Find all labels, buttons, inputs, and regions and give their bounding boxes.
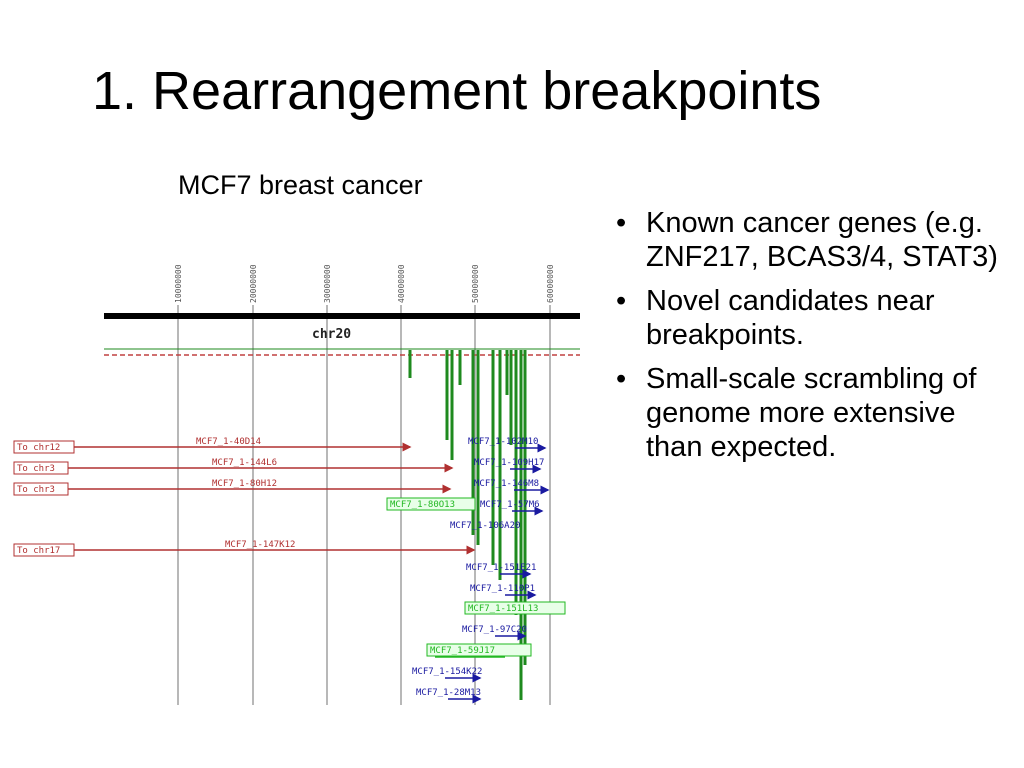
ruler-tick-label: 20000000 (249, 264, 258, 303)
translocation-target-label: To chr3 (17, 464, 55, 474)
slide-title: 1. Rearrangement breakpoints (92, 61, 822, 121)
bullet-text: Small-scale scrambling of genome more ex… (646, 363, 977, 463)
translocation-target-label: To chr12 (17, 443, 60, 453)
bullet-text: Novel candidates near breakpoints. (646, 285, 935, 351)
bullet-dot-icon: • (616, 285, 627, 317)
bullet-item: • Novel candidates near breakpoints. (616, 284, 1006, 352)
clone-label: MCF7_1-59J17 (430, 646, 495, 656)
clone-label: MCF7_1-80O13 (390, 500, 455, 510)
translocation-clone-label: MCF7_1-80H12 (212, 479, 277, 489)
clone-label: MCF7_1-151L13 (468, 604, 538, 614)
clone-green-box (426, 643, 532, 657)
clone-label: MCF7_1-106A20 (450, 521, 520, 531)
ruler-tick-label: 40000000 (397, 264, 406, 303)
translocation-clone-label: MCF7_1-144L6 (212, 458, 277, 468)
diagram-subtitle: MCF7 breast cancer (178, 170, 423, 200)
ruler-tick-label: 50000000 (471, 264, 480, 303)
clone-label: MCF7_1-154K22 (412, 667, 482, 677)
chromosome-label: chr20 (312, 327, 351, 342)
translocation-target-label: To chr3 (17, 485, 55, 495)
clone-label: MCF7_1-28M13 (416, 688, 481, 698)
clone-label: MCF7_1-109H17 (474, 458, 544, 468)
bullet-item: • Small-scale scrambling of genome more e… (616, 362, 1006, 464)
clone-green-box (386, 497, 476, 511)
breakpoint-diagram: 10000000 20000000 30000000 40000000 5000… (0, 245, 600, 710)
bullet-text: Known cancer genes (e.g. ZNF217, BCAS3/4… (646, 207, 998, 273)
bullet-item: • Known cancer genes (e.g. ZNF217, BCAS3/… (616, 206, 1006, 274)
translocation-target-label: To chr17 (17, 546, 60, 556)
chromosome-bar (104, 313, 580, 319)
clone-label: MCF7_1-146M8 (474, 479, 539, 489)
clone-label: MCF7_1-102M10 (468, 437, 538, 447)
translocation-clone-label: MCF7_1-147K12 (225, 540, 295, 550)
ruler-tick-label: 10000000 (174, 264, 183, 303)
clone-label: MCF7_1-110P1 (470, 584, 535, 594)
clone-label: MCF7_1-151E21 (466, 563, 536, 573)
bullet-dot-icon: • (616, 207, 627, 239)
clone-label: MCF7_1-57M6 (480, 500, 540, 510)
translocation-clone-label: MCF7_1-40D14 (196, 437, 261, 447)
breakpoint-diagram-svg: 10000000 20000000 30000000 40000000 5000… (13, 264, 580, 705)
ruler-tick-label: 60000000 (546, 264, 555, 303)
bullet-list: • Known cancer genes (e.g. ZNF217, BCAS3/… (616, 206, 1006, 474)
clone-label: MCF7_1-97C20 (462, 625, 527, 635)
ruler-tick-label: 30000000 (323, 264, 332, 303)
bullet-dot-icon: • (616, 363, 627, 395)
clone-green-box (464, 601, 566, 615)
